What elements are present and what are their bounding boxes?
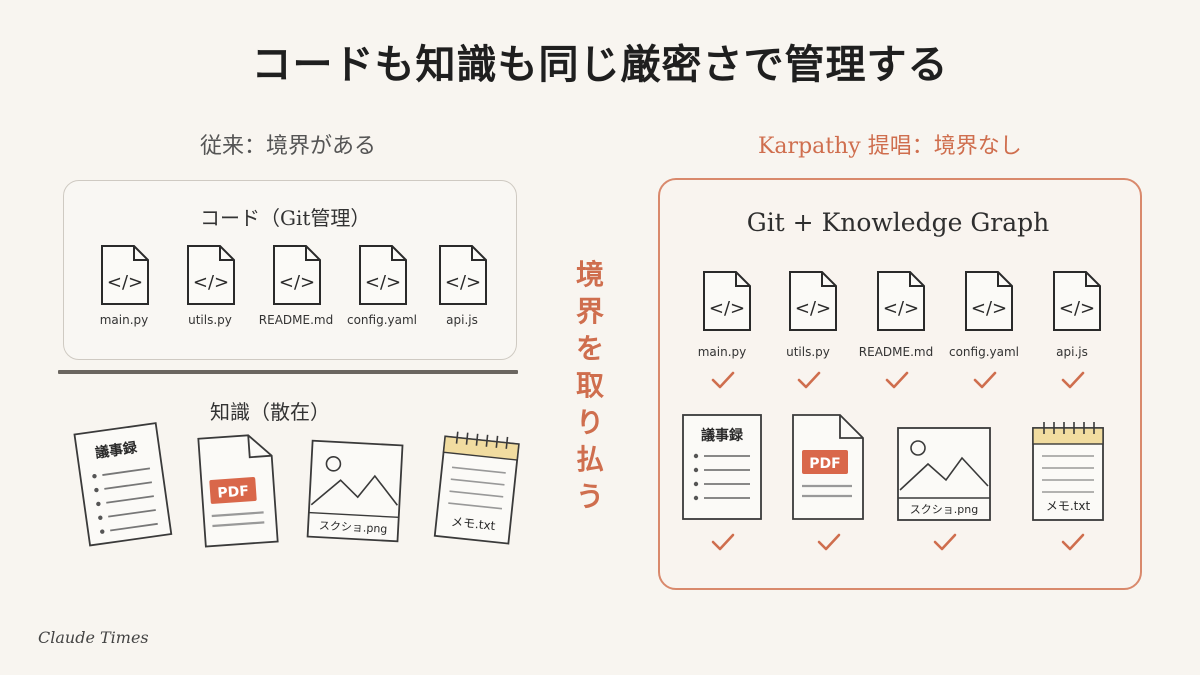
- svg-text:</>: </>: [795, 298, 831, 319]
- screenshot-label: スクショ.png: [910, 503, 978, 516]
- svg-text:</>: </>: [709, 298, 745, 319]
- check-icon: [933, 533, 957, 551]
- file-label: config.yaml: [346, 313, 417, 327]
- file-label: utils.py: [188, 313, 232, 327]
- pdf-doc-icon: PDF: [792, 414, 864, 520]
- check-icon: [1061, 371, 1085, 389]
- file-label: README.md: [258, 313, 334, 327]
- code-file-icon: </>: [1053, 271, 1101, 331]
- pdf-label: PDF: [217, 483, 249, 501]
- svg-text:</>: </>: [971, 298, 1007, 319]
- file-label: utils.py: [786, 345, 830, 359]
- check-icon: [817, 533, 841, 551]
- svg-text:</>: </>: [365, 272, 401, 293]
- minutes-label: 議事録: [94, 439, 139, 462]
- traditional-heading: 従来：境界がある: [200, 134, 377, 159]
- svg-text:</>: </>: [883, 298, 919, 319]
- knowledge-title: 知識（散在）: [210, 400, 330, 424]
- file-label: api.js: [1056, 345, 1088, 359]
- code-box-title: コード（Git管理）: [200, 206, 371, 230]
- minutes-doc-icon: 議事録: [682, 414, 762, 520]
- code-file-icon: </>: [965, 271, 1013, 331]
- code-file-icon: </>: [703, 271, 751, 331]
- svg-text:</>: </>: [279, 272, 315, 293]
- file-label: api.js: [446, 313, 478, 327]
- file-label: main.py: [99, 313, 149, 327]
- svg-text:</>: </>: [1059, 298, 1095, 319]
- screenshot-image-icon: スクショ.png: [897, 427, 991, 521]
- screenshot-image-icon: スクショ.png: [306, 439, 404, 543]
- check-icon: [885, 371, 909, 389]
- check-icon: [1061, 533, 1085, 551]
- code-file-icon: </>: [789, 271, 837, 331]
- code-file-icon: </>: [439, 245, 487, 305]
- memo-notepad-icon: メモ.txt: [1032, 422, 1104, 521]
- boundary-divider: [58, 370, 518, 374]
- minutes-doc-icon: 議事録: [73, 422, 173, 547]
- karpathy-heading: Karpathy 提唱：境界なし: [758, 134, 1022, 159]
- minutes-label: 議事録: [701, 427, 744, 444]
- page-title: コードも知識も同じ厳密さで管理する: [251, 41, 949, 88]
- memo-label: メモ.txt: [450, 515, 496, 534]
- pdf-label: PDF: [809, 456, 840, 472]
- code-file-icon: </>: [273, 245, 321, 305]
- screenshot-label: スクショ.png: [319, 519, 388, 536]
- memo-label: メモ.txt: [1046, 499, 1091, 513]
- unified-box: [658, 178, 1142, 590]
- check-icon: [797, 371, 821, 389]
- file-label: README.md: [858, 345, 934, 359]
- pdf-doc-icon: PDF: [197, 434, 279, 548]
- code-file-icon: </>: [187, 245, 235, 305]
- file-label: main.py: [697, 345, 747, 359]
- memo-notepad-icon: メモ.txt: [433, 431, 520, 545]
- check-icon: [711, 371, 735, 389]
- code-file-icon: </>: [359, 245, 407, 305]
- check-icon: [973, 371, 997, 389]
- code-file-icon: </>: [101, 245, 149, 305]
- svg-text:</>: </>: [107, 272, 143, 293]
- file-label: config.yaml: [948, 345, 1019, 359]
- svg-text:</>: </>: [193, 272, 229, 293]
- svg-text:</>: </>: [445, 272, 481, 293]
- remove-boundary-text: 境 界 を 取 り 払 う: [575, 258, 604, 513]
- code-file-icon: </>: [877, 271, 925, 331]
- footer-credit: Claude Times: [38, 628, 149, 647]
- check-icon: [711, 533, 735, 551]
- unified-box-title: Git + Knowledge Graph: [746, 208, 1050, 237]
